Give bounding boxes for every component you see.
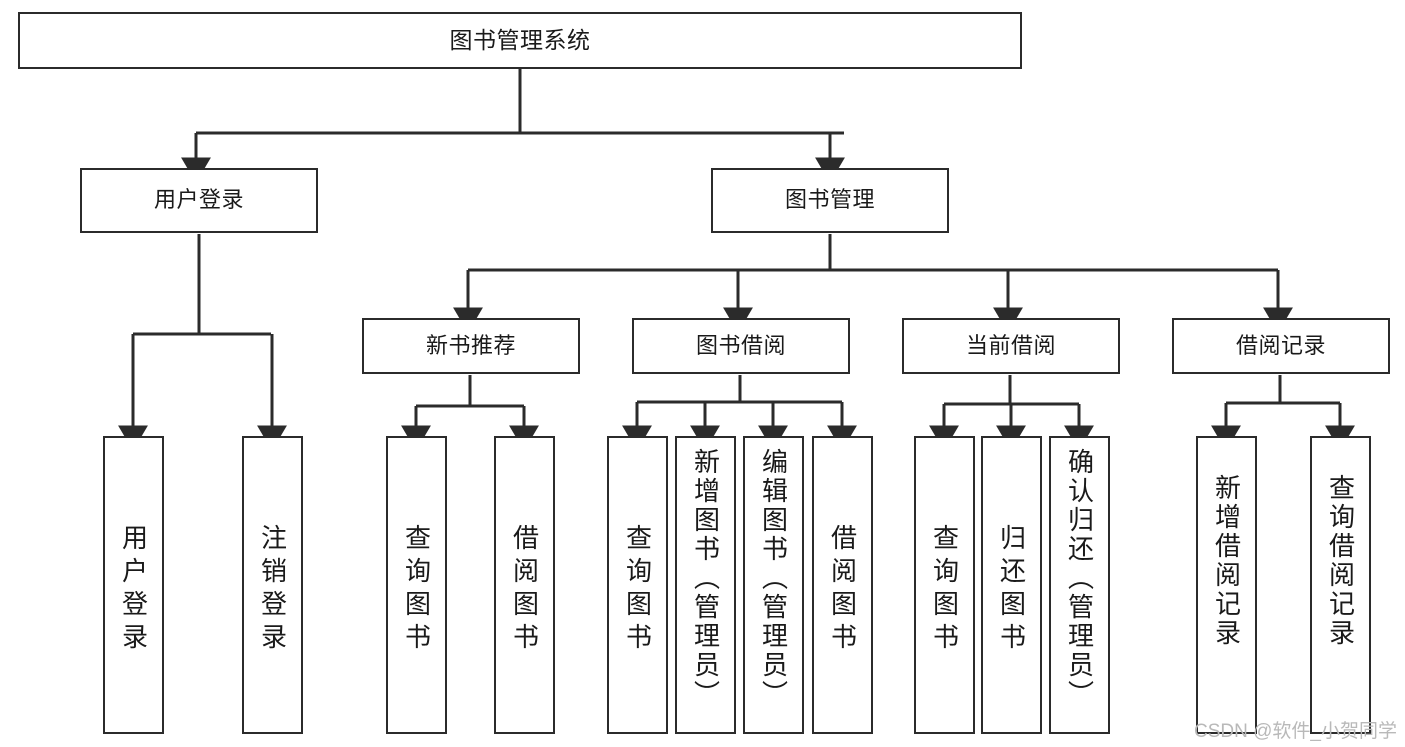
node-root-book-management-system[interactable]: 图书管理系统 (18, 12, 1022, 69)
leaf-record-add-record[interactable]: 新增借阅记录 (1196, 436, 1257, 734)
leaf-record-query-record[interactable]: 查询借阅记录 (1310, 436, 1371, 734)
watermark-text: CSDN @软件_小贺同学 (1194, 721, 1397, 742)
node-borrow-record[interactable]: 借阅记录 (1172, 318, 1390, 374)
node-label: 借阅记录 (1235, 332, 1326, 358)
node-label: 确认归还（管理员） (1064, 448, 1095, 709)
node-label: 当前借阅 (965, 332, 1056, 358)
node-label: 查询借阅记录 (1325, 474, 1356, 648)
node-book-borrow[interactable]: 图书借阅 (632, 318, 850, 374)
node-label: 用户登录 (118, 524, 149, 656)
node-current-borrow[interactable]: 当前借阅 (902, 318, 1120, 374)
node-label: 新书推荐 (425, 332, 516, 358)
node-user-login[interactable]: 用户登录 (80, 168, 318, 233)
node-label: 新增借阅记录 (1211, 474, 1242, 648)
node-label: 归还图书 (996, 524, 1027, 656)
node-label: 借阅图书 (827, 524, 858, 656)
leaf-borrow-add-book-admin[interactable]: 新增图书（管理员） (675, 436, 736, 734)
node-label: 借阅图书 (509, 524, 540, 656)
node-label: 查询图书 (401, 524, 432, 656)
node-label: 图书借阅 (695, 332, 786, 358)
leaf-logout[interactable]: 注销登录 (242, 436, 303, 734)
node-label: 图书管理 (784, 187, 875, 213)
node-label: 查询图书 (929, 524, 960, 656)
leaf-user-login[interactable]: 用户登录 (103, 436, 164, 734)
leaf-borrow-query-book[interactable]: 查询图书 (607, 436, 668, 734)
leaf-current-query-book[interactable]: 查询图书 (914, 436, 975, 734)
leaf-borrow-edit-book-admin[interactable]: 编辑图书（管理员） (743, 436, 804, 734)
node-new-book-recommend[interactable]: 新书推荐 (362, 318, 580, 374)
node-label: 用户登录 (153, 187, 244, 213)
node-label: 编辑图书（管理员） (758, 448, 789, 709)
leaf-current-return-book[interactable]: 归还图书 (981, 436, 1042, 734)
node-book-management[interactable]: 图书管理 (711, 168, 949, 233)
leaf-newbook-query-book[interactable]: 查询图书 (386, 436, 447, 734)
node-label: 新增图书（管理员） (690, 448, 721, 709)
leaf-borrow-borrow-book[interactable]: 借阅图书 (812, 436, 873, 734)
node-label: 图书管理系统 (449, 26, 591, 53)
leaf-newbook-borrow-book[interactable]: 借阅图书 (494, 436, 555, 734)
node-label: 查询图书 (622, 524, 653, 656)
leaf-current-confirm-return-admin[interactable]: 确认归还（管理员） (1049, 436, 1110, 734)
node-label: 注销登录 (257, 524, 288, 656)
